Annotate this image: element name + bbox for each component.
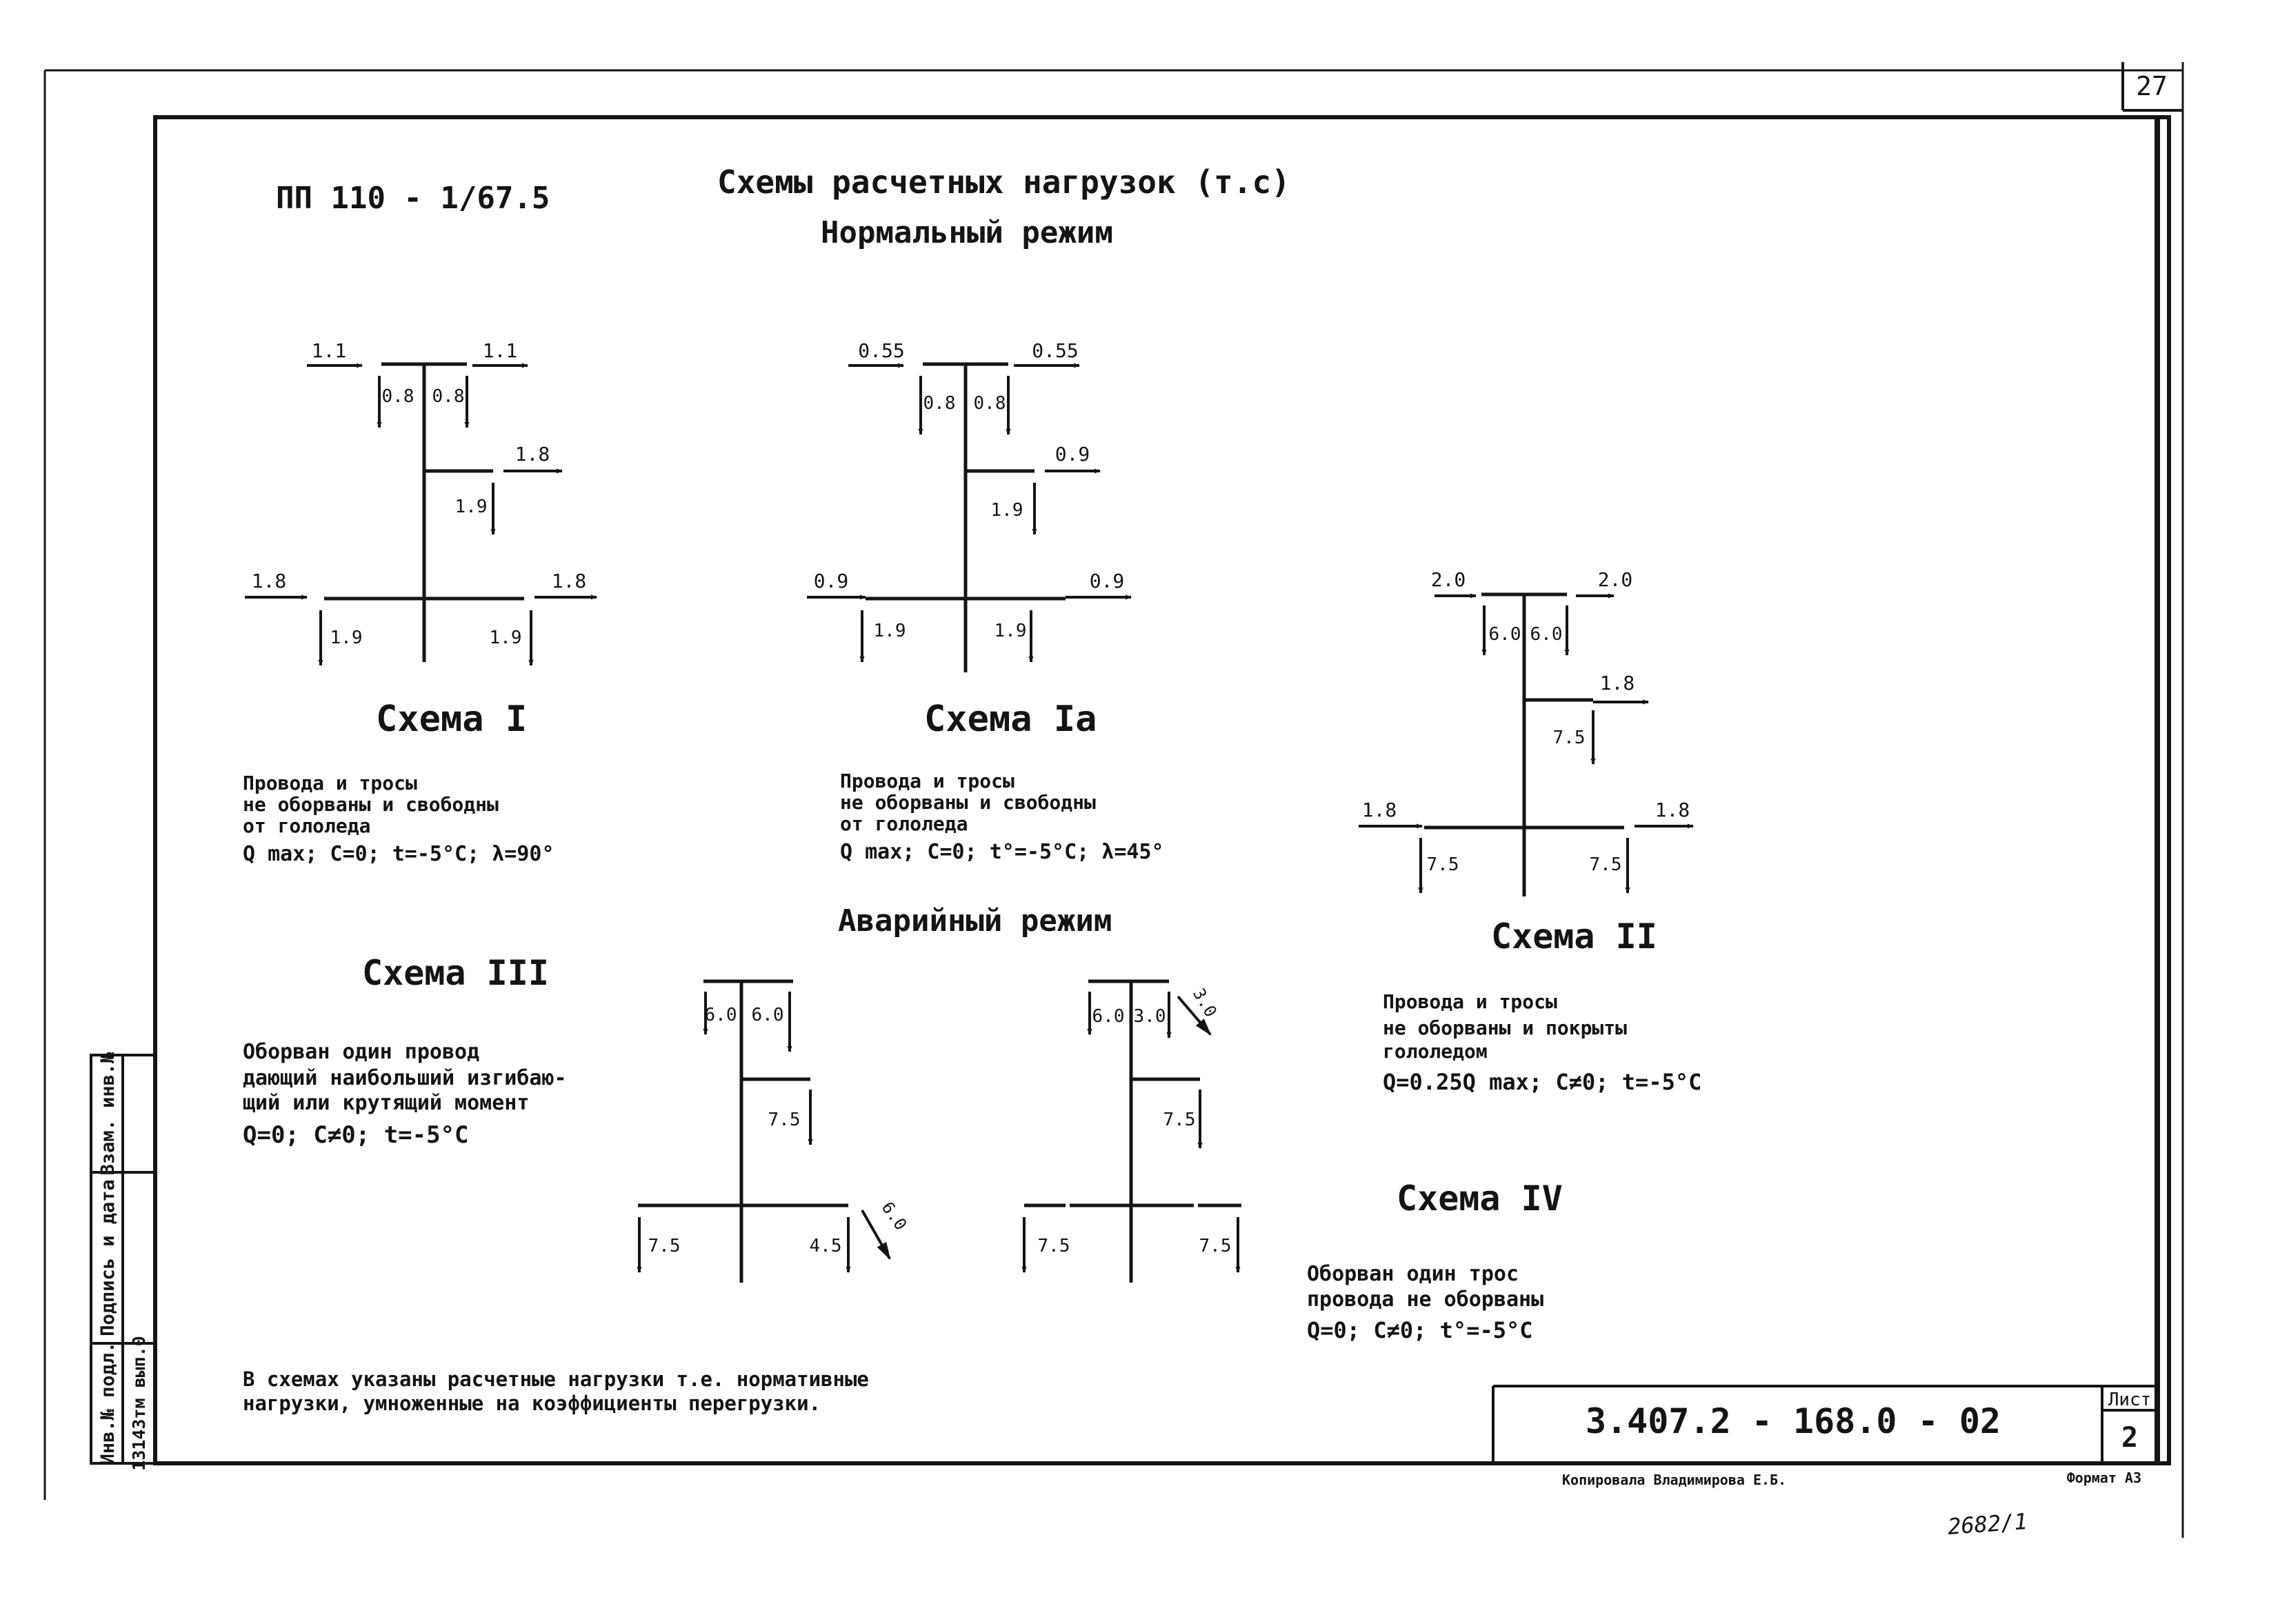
side-stamp-inv-value: 13143тм вып.0 [129,1336,149,1471]
text-line: Q max; C=0; t=-5°C; λ=90° [243,842,554,866]
scheme-4-description: Оборван один трос провода не оборваны Q=… [1307,1262,1543,1343]
scheme-4-diagram: 6.0 3.0 3.0 7.5 7.5 7.5 [1021,979,1241,1283]
load-label: 1.1 [312,339,347,362]
load-label: 1.9 [330,628,363,648]
scheme-1-title: Схема I [376,699,527,740]
load-label: 7.5 [768,1110,801,1130]
load-label: 1.8 [1655,799,1690,821]
load-label: 6.0 [752,1005,784,1025]
text-line: провода не оборваны [1307,1287,1543,1312]
copied-by: Копировала Владимирова Е.Б. [1562,1472,1786,1488]
scheme-1-diagram: 1.1 1.1 0.8 0.8 1.8 1.9 1.8 1.8 1.9 1.9 [245,339,597,666]
load-label: 1.8 [515,443,550,465]
text-line: Q=0; C≠0; t°=-5°C [1307,1317,1533,1343]
text-line: не оборваны и свободны [840,791,1096,814]
title-block: 3.407.2 - 168.0 - 02 Лист 2 [1492,1385,2157,1463]
text-line: Q max; C=0; t°=-5°C; λ=45° [840,840,1164,864]
load-label: 1.8 [1362,799,1397,821]
load-label: 6.0 [1092,1006,1125,1027]
handwritten-number: 2682/1 [1947,1508,2028,1540]
scheme-3-title: Схема III [362,953,549,993]
load-label: 6.0 [705,1005,737,1025]
load-label: 7.5 [1427,854,1459,875]
load-label: 2.0 [1598,568,1633,591]
format-label: Формат А3 [2067,1470,2141,1486]
text-line: дающий наибольший изгибаю- [243,1066,567,1090]
sheet-frame [43,62,2184,1538]
load-label: 4.5 [810,1236,842,1256]
load-label: 7.5 [1199,1236,1232,1256]
text-line: Q=0; C≠0; t=-5°C [243,1121,469,1149]
load-label: 0.8 [432,386,465,407]
sheet-title: Схемы расчетных нагрузок (т.с) [717,163,1290,201]
load-label: 3.0 [1134,1006,1166,1027]
page-number-box: 27 [2121,62,2183,112]
load-label: 1.9 [455,497,488,517]
scheme-1-description: Провода и тросы не оборваны и свободны о… [243,772,554,866]
scheme-1a-title: Схема Iа [924,699,1097,740]
sheet-label: Лист [2108,1390,2152,1410]
load-label: 1.9 [874,621,906,641]
load-label: 7.5 [1038,1236,1070,1256]
load-label: 0.9 [814,570,849,592]
scheme-2-diagram: 2.0 2.0 6.0 6.0 1.8 7.5 1.8 1.8 7.5 7.5 [1359,568,1694,896]
text-line: нагрузки, умноженные на коэффициенты пер… [243,1392,821,1415]
load-label: 1.9 [991,500,1023,521]
text-line: щий или крутящий момент [243,1091,529,1115]
load-label: 1.9 [490,628,522,648]
scheme-2-title: Схема II [1491,916,1657,956]
load-label: 0.9 [1090,570,1125,592]
load-label: 0.8 [923,393,956,414]
text-line: не оборваны и свободны [243,793,499,816]
text-line: Оборван один трос [1307,1262,1519,1286]
load-label: 7.5 [1163,1110,1196,1130]
text-line: Оборван один провод [243,1040,479,1064]
load-label: 0.8 [382,386,414,407]
scheme-2-description: Провода и тросы не оборваны и покрыты го… [1383,990,1701,1095]
text-line: Провода и тросы [840,770,1014,792]
load-label: 2.0 [1431,568,1466,591]
side-stamp-replace: Взам. инв.№ [97,1052,119,1176]
load-label: 0.55 [858,339,904,362]
scheme-1a-description: Провода и тросы не оборваны и свободны о… [840,770,1164,864]
load-label: 6.0 [878,1199,911,1234]
load-label: 1.8 [552,570,587,592]
load-label: 6.0 [1489,624,1521,645]
load-label: 0.9 [1055,443,1090,465]
text-line: не оборваны и покрыты [1383,1016,1627,1039]
scheme-3-diagram: 6.0 6.0 7.5 7.5 4.5 6.0 [637,979,911,1283]
load-label: 1.9 [994,621,1027,641]
load-label: 7.5 [1553,728,1586,748]
text-line: от гололеда [840,812,968,835]
load-label: 6.0 [1530,624,1563,645]
text-line: В схемах указаны расчетные нагрузки т.е.… [243,1367,869,1391]
page-number: 27 [2136,71,2168,101]
text-line: Провода и тросы [1383,990,1557,1013]
load-label: 1.8 [1600,672,1635,694]
load-label: 0.55 [1032,339,1078,362]
load-label: 7.5 [648,1236,681,1256]
sheet-number: 2 [2121,1422,2138,1454]
normal-mode-heading: Нормальный режим [821,215,1113,250]
text-line: Q=0.25Q max; C≠0; t=-5°C [1383,1069,1701,1095]
scheme-4-title: Схема IV [1397,1179,1563,1219]
load-label: 1.1 [483,339,518,362]
text-line: от гололеда [243,814,370,837]
text-line: гололедом [1383,1040,1488,1063]
side-stamp-inv: Инв.№ подл. [97,1342,119,1465]
load-label: 1.8 [252,570,287,592]
loads-note: В схемах указаны расчетные нагрузки т.е.… [243,1367,869,1415]
side-stamp: Взам. инв.№ Подпись и дата Инв.№ подл. 1… [90,1052,157,1471]
scheme-3-description: Оборван один провод дающий наибольший из… [243,1040,567,1149]
emergency-mode-heading: Аварийный режим [838,903,1112,939]
text-line: Провода и тросы [243,772,417,794]
side-stamp-sign: Подпись и дата [97,1179,119,1336]
scheme-1a-diagram: 0.55 0.55 0.8 0.8 0.9 1.9 0.9 0.9 1.9 1.… [807,339,1132,672]
document-number: 3.407.2 - 168.0 - 02 [1586,1401,2001,1441]
sheet-designation: ПП 110 - 1/67.5 [276,181,550,216]
load-label: 7.5 [1590,854,1622,875]
load-label: 0.8 [974,393,1006,414]
